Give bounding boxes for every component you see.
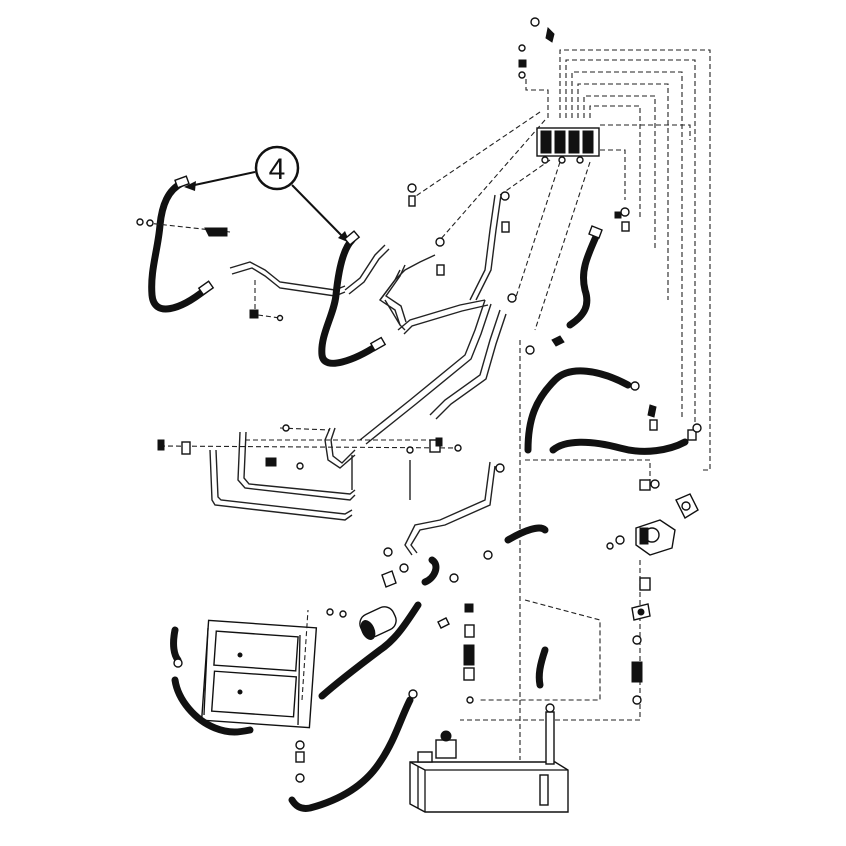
hose-left: [148, 175, 215, 313]
control-valve: [536, 127, 600, 164]
hose-right: [318, 230, 387, 367]
valve-top-fittings: [518, 17, 555, 79]
valve-dashed-lines: [409, 49, 711, 760]
steel-tubes-diagonal: [359, 194, 507, 445]
pump-assembly: [606, 479, 699, 705]
hose-right-top: [525, 225, 603, 355]
left-bracket: [136, 218, 284, 322]
callout-leader-left: [189, 171, 256, 187]
lower-clamps: [157, 424, 505, 473]
lower-tube-assembly: [159, 427, 496, 556]
callout-circle: [254, 145, 300, 191]
reservoir-tank: [409, 703, 569, 813]
mid-top-fittings: [407, 183, 630, 303]
hose-center-short: [318, 524, 549, 700]
steel-tubes-middle: [344, 244, 489, 335]
callout-4: 4: [184, 145, 350, 243]
oil-cooler: [170, 609, 318, 783]
callout-number: 4: [269, 153, 286, 186]
hose-bottom: [288, 689, 418, 812]
steel-tube-upper: [229, 261, 346, 297]
filter-assembly: [326, 547, 493, 704]
hose-loop-right: [524, 367, 702, 455]
callout-arrowhead-left: [184, 181, 196, 191]
callout-leader-right: [291, 184, 345, 239]
